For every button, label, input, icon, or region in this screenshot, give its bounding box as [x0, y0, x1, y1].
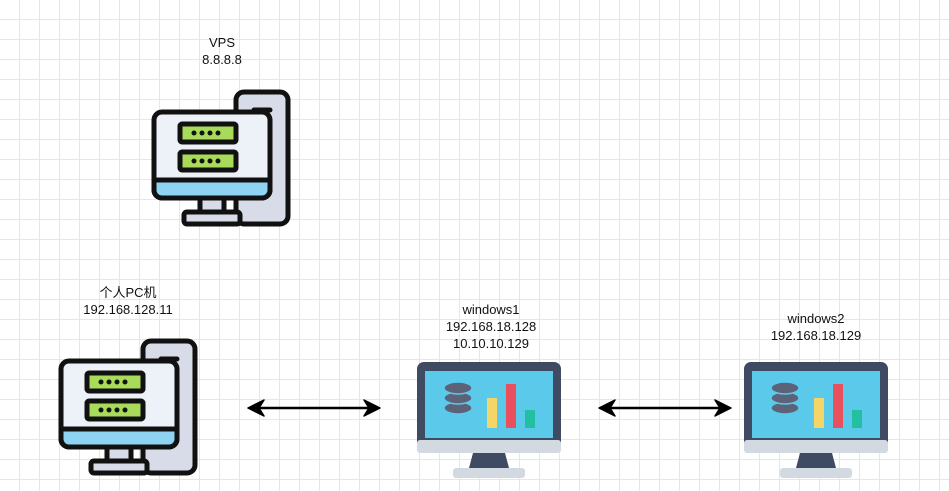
vps-label: VPS 8.8.8.8 — [202, 34, 242, 68]
windows2-monitor-dashboard-icon[interactable] — [744, 362, 888, 480]
windows2-name: windows2 — [787, 311, 845, 326]
windows1-monitor-dashboard-icon[interactable] — [417, 362, 561, 480]
pc-name: 个人PC机 — [99, 285, 157, 300]
windows1-label: windows1 192.168.18.128 10.10.10.129 — [446, 301, 536, 352]
pc-label: 个人PC机 192.168.128.11 — [83, 284, 172, 318]
bidirectional-arrow-pc-windows1 — [247, 399, 381, 417]
windows2-ip: 192.168.18.129 — [770, 328, 862, 343]
vps-name: VPS — [208, 35, 236, 50]
vps-ip: 8.8.8.8 — [202, 52, 242, 67]
windows1-name: windows1 — [462, 302, 520, 317]
pc-server-desktop-icon[interactable] — [57, 337, 203, 479]
windows1-ip1: 192.168.18.128 — [445, 319, 537, 334]
pc-ip: 192.168.128.11 — [83, 302, 173, 317]
bidirectional-arrow-windows1-windows2 — [598, 399, 732, 417]
windows2-label: windows2 192.168.18.129 — [771, 310, 861, 344]
vps-server-desktop-icon[interactable] — [150, 88, 296, 230]
windows1-ip2: 10.10.10.129 — [453, 336, 529, 351]
